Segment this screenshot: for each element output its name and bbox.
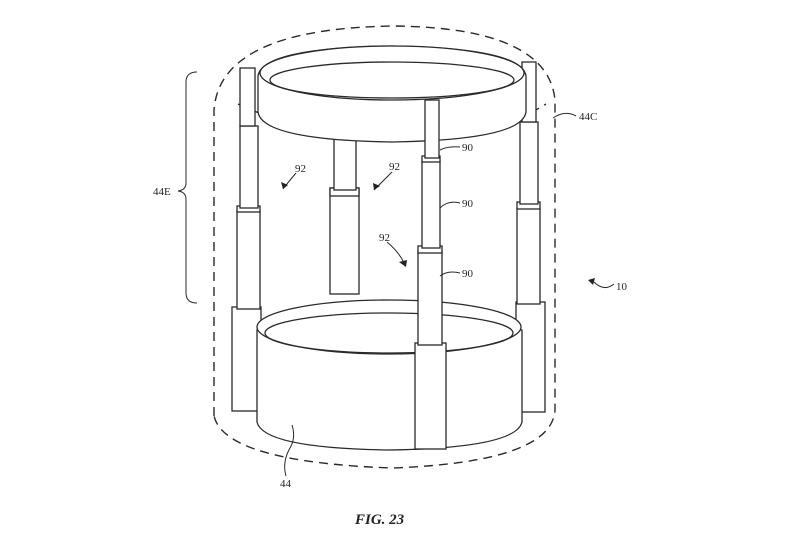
base-cylinder	[256, 299, 523, 451]
label-10: 10	[616, 281, 628, 293]
post-back-left	[231, 67, 262, 412]
label-90-middle: 90	[462, 198, 474, 210]
figure-caption: FIG. 23	[354, 512, 405, 528]
extension-bracket	[177, 71, 198, 304]
leader-lines	[281, 112, 615, 477]
label-90-bottom: 90	[462, 268, 474, 280]
label-90-top: 90	[462, 142, 474, 154]
label-44c: 44C	[579, 111, 597, 123]
dashed-enclosure-outline	[213, 25, 556, 469]
top-ring	[257, 45, 527, 143]
label-92-front: 92	[379, 232, 390, 244]
post-front	[414, 99, 447, 450]
label-92-middle: 92	[389, 161, 400, 173]
label-44e: 44E	[153, 186, 171, 198]
label-92-left: 92	[295, 163, 306, 175]
label-44: 44	[280, 478, 292, 490]
